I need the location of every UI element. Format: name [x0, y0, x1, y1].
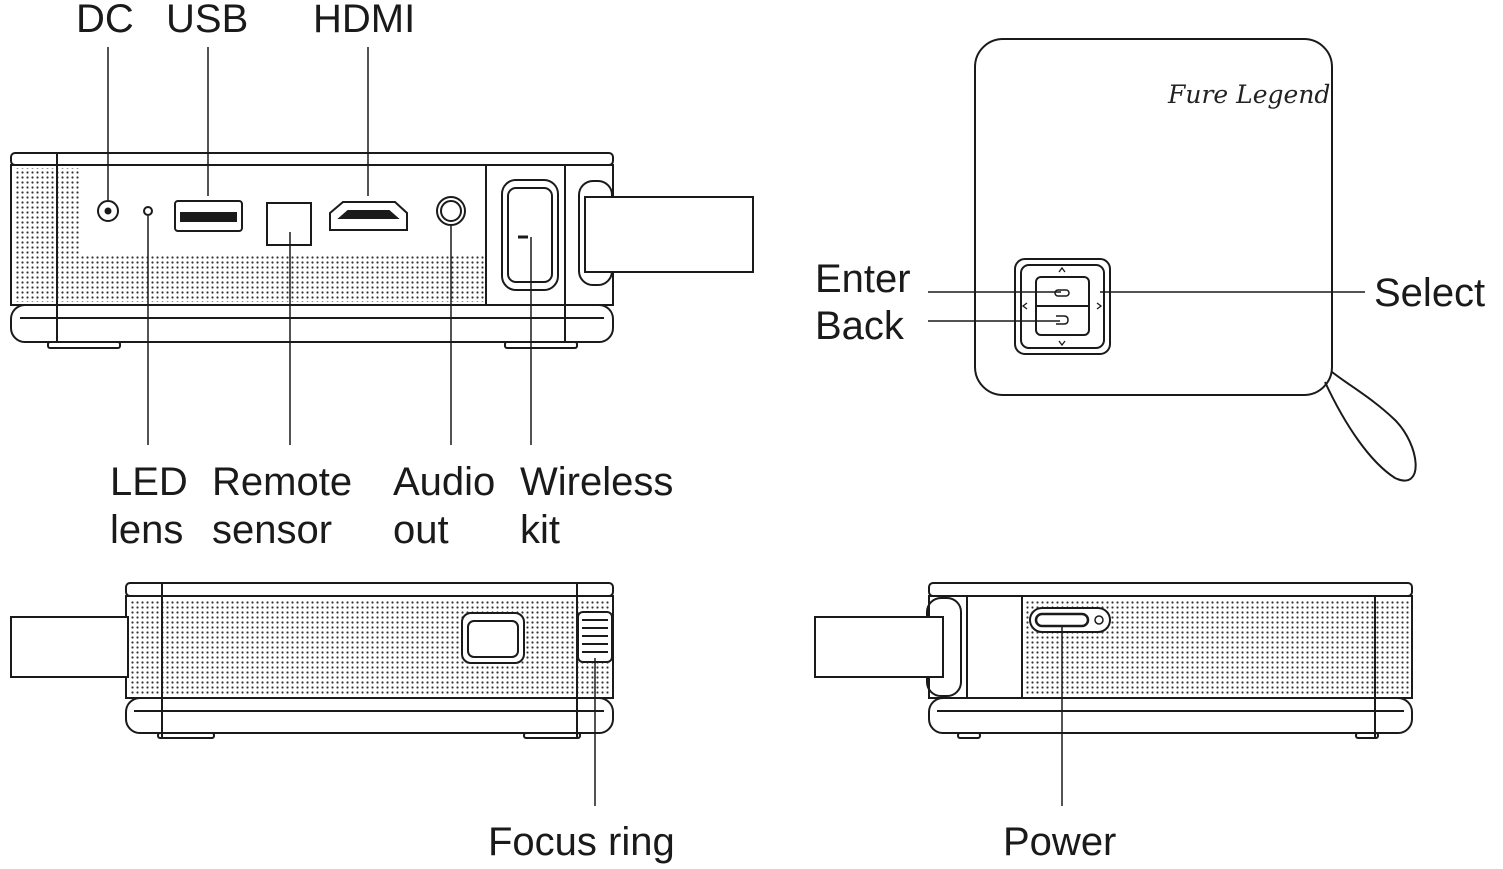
lens-window-icon [461, 612, 525, 664]
label-audio-out-line1: Audio [393, 460, 496, 504]
label-power: Power [1003, 820, 1117, 864]
rear-body-top-band [10, 152, 614, 166]
left-arrow-icon [1021, 302, 1028, 310]
side-view-focus [10, 582, 614, 739]
dc-port-icon [97, 200, 119, 222]
label-wireless-kit-line1: Wireless [520, 460, 674, 504]
label-wireless-kit-line2: kit [520, 508, 560, 552]
control-pad [1014, 258, 1111, 355]
rear-base [10, 304, 614, 343]
side-view-power [814, 582, 1413, 739]
port-panel [80, 168, 485, 256]
label-remote-sensor-line2: sensor [212, 508, 333, 552]
label-wireless-kit: Wireless kit [520, 458, 673, 554]
side-grille [129, 599, 610, 695]
remote-sensor-icon [266, 202, 312, 246]
rear-foot-right [504, 341, 578, 349]
label-dc: DC [76, 0, 134, 41]
back-icon [1056, 315, 1069, 325]
right-arrow-icon [1096, 302, 1103, 310]
label-audio-out-line2: out [393, 508, 449, 552]
top-body [974, 38, 1333, 396]
dongle-stub-right [814, 616, 944, 678]
wireless-dongle-icon [578, 180, 754, 286]
label-back: Back [815, 304, 904, 348]
label-enter: Enter [815, 257, 911, 301]
power-icon [1094, 615, 1104, 625]
down-arrow-icon [1058, 340, 1066, 347]
usb-port-icon [174, 200, 243, 232]
leader-lines [107, 47, 1365, 806]
wrist-strap [1324, 371, 1417, 482]
label-select: Select [1374, 271, 1486, 315]
focus-ring-icon [577, 611, 613, 663]
label-focus-ring: Focus ring [488, 820, 675, 864]
label-led-lens-line2: lens [110, 508, 184, 552]
wireless-kit-slot-icon [501, 179, 559, 291]
top-view [974, 38, 1417, 482]
dongle-stub-left [10, 616, 129, 678]
audio-out-jack-icon [436, 196, 466, 226]
hdmi-port-icon [329, 201, 408, 231]
up-arrow-icon [1058, 266, 1066, 273]
rear-view [10, 152, 754, 349]
led-lens-icon [143, 206, 153, 216]
label-remote-sensor: Remote sensor [212, 458, 352, 554]
label-remote-sensor-line1: Remote [212, 460, 353, 504]
rear-foot-left [47, 341, 121, 349]
label-led-lens-line1: LED [110, 460, 188, 504]
label-led-lens: LED lens [110, 458, 188, 554]
label-hdmi: HDMI [313, 0, 416, 41]
enter-icon [1054, 289, 1070, 297]
label-audio-out: Audio out [393, 458, 495, 554]
power-button[interactable] [1029, 607, 1111, 633]
label-usb: USB [166, 0, 249, 41]
brand-logo: Fure Legend [1168, 80, 1331, 109]
